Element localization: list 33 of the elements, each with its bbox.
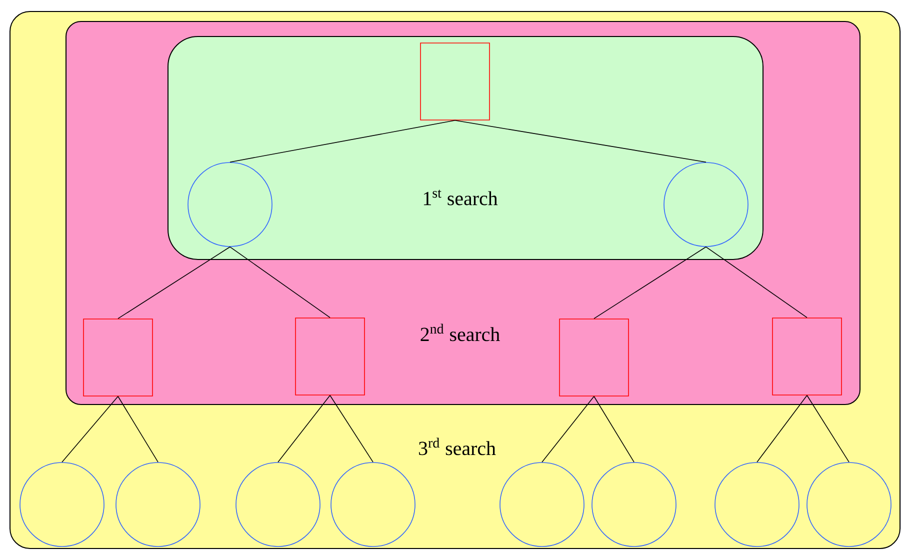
square [559,318,629,396]
band-label: 3$^{rd}$ search [418,438,496,456]
connector-line [230,120,456,162]
connector-line [706,246,808,318]
circle [20,462,104,547]
connector-line [230,246,330,318]
circle [806,462,892,547]
circle [664,162,748,247]
circle [500,462,584,547]
connector-line [278,395,330,462]
connector-line [594,246,706,319]
connector-line [62,396,118,462]
connector-line [454,120,706,162]
square [295,318,365,396]
band-label: 2$^{nd}$ search [420,324,500,342]
connector-line [542,396,594,462]
circle [188,162,272,247]
circle [592,462,676,547]
circle [236,462,320,547]
square [772,318,842,396]
circle [116,462,200,547]
connector-line [118,396,158,462]
band [168,36,764,260]
circle [330,462,416,547]
connector-line [594,396,634,462]
connector-line [806,395,850,462]
connector-line [118,246,230,319]
circle [714,462,800,547]
square [83,318,153,396]
band-label: 1$^{st}$ search [424,190,498,206]
connector-line [330,395,374,462]
connector-line [756,395,808,462]
square [420,42,490,120]
